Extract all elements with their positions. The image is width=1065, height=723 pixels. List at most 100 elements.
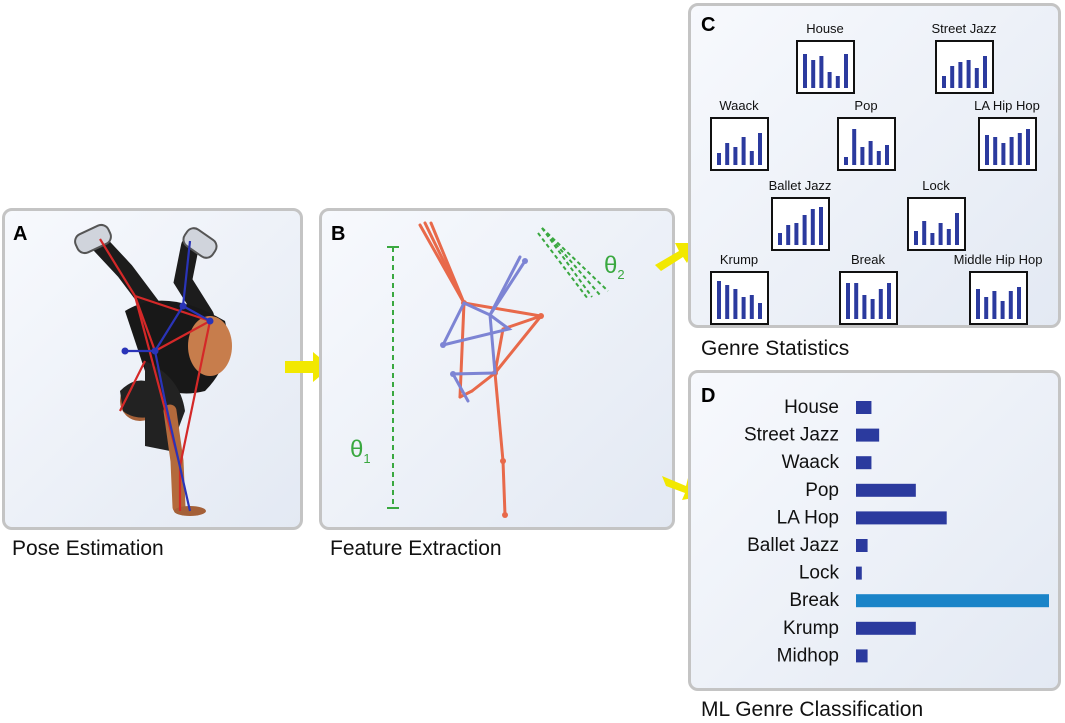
caption-ml-genre-classification: ML Genre Classification <box>701 698 924 721</box>
bar-street-jazz <box>856 428 880 442</box>
histogram-label: LA Hip Hop <box>974 98 1040 113</box>
category-label: Ballet Jazz <box>747 535 839 556</box>
theta2-angle <box>537 227 609 300</box>
bar-la-hop <box>856 511 947 525</box>
histogram-bar <box>955 213 959 245</box>
histogram-bar <box>1017 287 1021 319</box>
category-label: Midhop <box>777 645 839 666</box>
arrow-b-to-c <box>655 243 697 271</box>
histogram-bar <box>1026 129 1030 165</box>
bar-lock <box>856 566 862 580</box>
category-label: Waack <box>782 452 840 473</box>
panel-feature-extraction: B θ1 θ2 <box>319 208 675 530</box>
dancer-image <box>74 223 232 516</box>
histogram-bar <box>844 157 848 165</box>
histogram-waack: Waack <box>710 98 769 171</box>
histogram-bar <box>885 145 889 165</box>
histogram-bar <box>984 297 989 319</box>
histogram-street-jazz: Street Jazz <box>931 21 997 94</box>
bar-waack <box>856 456 872 470</box>
histogram-bar <box>992 291 997 319</box>
histogram-label: Ballet Jazz <box>769 178 832 193</box>
histogram-bar <box>725 285 730 319</box>
bar-pop <box>856 483 916 497</box>
histogram-bar <box>758 303 762 319</box>
histogram-bar <box>938 223 943 245</box>
histogram-label: Break <box>851 252 885 267</box>
histogram-label: Lock <box>922 178 950 193</box>
panel-letter-a: A <box>13 223 28 245</box>
histogram-bar <box>741 297 746 319</box>
category-label: Lock <box>799 563 840 584</box>
histogram-bar <box>946 229 951 245</box>
histogram-bar <box>852 129 857 165</box>
skeleton-diagram: θ1 θ2 <box>350 221 625 518</box>
histogram-bar <box>725 143 730 165</box>
histogram-house: House <box>796 21 855 94</box>
histogram-bar <box>758 133 762 165</box>
histogram-bar <box>827 72 832 88</box>
histogram-middle-hip-hop: Middle Hip Hop <box>954 252 1043 325</box>
histogram-bar <box>958 62 963 88</box>
histogram-bar <box>862 295 867 319</box>
histogram-pop: Pop <box>837 98 896 171</box>
histogram-bar <box>794 223 799 245</box>
histogram-lock: Lock <box>907 178 966 251</box>
theta2-label: θ2 <box>604 252 625 282</box>
histogram-bar <box>966 60 971 88</box>
histogram-bar <box>914 231 918 245</box>
histogram-bar <box>749 295 754 319</box>
histogram-la-hip-hop: LA Hip Hop <box>974 98 1040 171</box>
histogram-bar <box>1009 137 1014 165</box>
histogram-krump: Krump <box>710 252 769 325</box>
bar-krump <box>856 621 916 635</box>
histogram-bar <box>868 141 873 165</box>
histogram-label: Middle Hip Hop <box>954 252 1043 267</box>
histogram-bar <box>854 283 859 319</box>
histogram-label: Pop <box>854 98 877 113</box>
histogram-bar <box>810 209 815 245</box>
panel-pose-estimation: A <box>2 208 303 530</box>
histogram-bar <box>717 153 721 165</box>
bar-break <box>856 594 1049 608</box>
histogram-bar <box>819 56 824 88</box>
histogram-label: Waack <box>719 98 759 113</box>
dancer-arm <box>163 404 186 514</box>
histogram-bar <box>741 137 746 165</box>
histogram-bar <box>876 151 881 165</box>
histogram-bar <box>1001 143 1006 165</box>
histogram-bar <box>819 207 823 245</box>
bar-house <box>856 401 872 414</box>
panel-letter-b: B <box>331 223 346 245</box>
histogram-bar <box>942 76 946 88</box>
histogram-bar <box>802 215 807 245</box>
caption-feature-extraction: Feature Extraction <box>330 537 502 560</box>
histogram-bar <box>922 221 927 245</box>
bar-ballet-jazz <box>856 539 868 552</box>
histogram-bar <box>976 289 980 319</box>
histogram-bar <box>993 137 998 165</box>
category-label: Break <box>789 590 839 611</box>
category-label: Pop <box>805 480 839 501</box>
theta1-label: θ1 <box>350 436 371 466</box>
histogram-bar <box>1008 291 1013 319</box>
histogram-bar <box>870 299 875 319</box>
histogram-bar <box>930 233 935 245</box>
histogram-ballet-jazz: Ballet Jazz <box>769 178 832 251</box>
histogram-bar <box>811 60 816 88</box>
category-label: Krump <box>783 618 839 639</box>
histogram-label: Street Jazz <box>931 21 996 36</box>
histogram-bar <box>835 76 840 88</box>
panel-letter-d: D <box>701 385 716 407</box>
category-label: LA Hop <box>777 507 839 528</box>
histogram-bar <box>717 281 721 319</box>
histogram-label: House <box>806 21 844 36</box>
histogram-bar <box>985 135 989 165</box>
histogram-bar <box>733 289 738 319</box>
histogram-bar <box>1017 133 1022 165</box>
histogram-break: Break <box>839 252 898 325</box>
